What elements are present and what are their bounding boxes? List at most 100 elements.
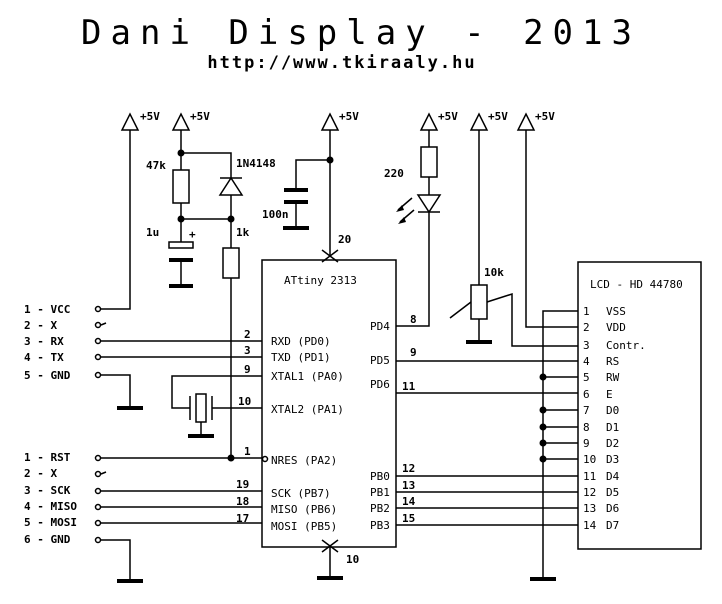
capacitor-electrolytic: + — [168, 228, 196, 288]
svg-text:1: 1 — [244, 445, 251, 458]
svg-text:4: 4 — [583, 355, 590, 368]
svg-text:8: 8 — [410, 313, 417, 326]
isp-pin-label: 6 - GND — [24, 533, 71, 546]
svg-text:D3: D3 — [606, 453, 619, 466]
supply-vcc-1: +5V — [120, 110, 160, 131]
diagram-title: Dani Display - 2013 — [81, 13, 641, 53]
svg-text:D6: D6 — [606, 502, 619, 515]
svg-text:12: 12 — [583, 486, 596, 499]
svg-text:9: 9 — [244, 363, 251, 376]
svg-text:E: E — [606, 388, 613, 401]
svg-text:17: 17 — [236, 512, 249, 525]
serial-pin-label: 5 - GND — [24, 369, 71, 382]
supply-label: +5V — [535, 110, 555, 123]
svg-text:PB2: PB2 — [370, 502, 390, 515]
svg-text:10: 10 — [238, 395, 251, 408]
resistor-47k-label: 47k — [146, 159, 166, 172]
junction-dots — [177, 149, 547, 463]
supply-vcc-6: +5V — [516, 110, 555, 131]
serial-connector: 1 - VCC 2 - X 3 - RX 4 - TX 5 - GND — [24, 303, 107, 382]
svg-text:13: 13 — [583, 502, 596, 515]
svg-text:12: 12 — [402, 462, 415, 475]
svg-text:RXD (PD0): RXD (PD0) — [271, 335, 331, 348]
svg-text:RS: RS — [606, 355, 619, 368]
supply-vcc-2: +5V — [171, 110, 210, 131]
capacitor-100n-label: 100n — [262, 208, 289, 221]
svg-text:PB3: PB3 — [370, 519, 390, 532]
svg-text:13: 13 — [402, 479, 415, 492]
svg-text:D1: D1 — [606, 421, 619, 434]
svg-text:RW: RW — [606, 371, 620, 384]
svg-text:2: 2 — [244, 328, 251, 341]
supply-vcc-5: +5V — [469, 110, 508, 131]
supply-label: +5V — [339, 110, 359, 123]
potentiometer-10k — [470, 284, 488, 320]
svg-text:TXD (PD1): TXD (PD1) — [271, 351, 331, 364]
svg-text:14: 14 — [402, 495, 416, 508]
supply-label: +5V — [190, 110, 210, 123]
diagram-url: http://www.tkiraaly.hu — [207, 53, 476, 73]
svg-text:D4: D4 — [606, 470, 620, 483]
capacitor-1u-label: 1u — [146, 226, 159, 239]
isp-pin-label: 4 - MISO — [24, 500, 77, 513]
svg-text:3: 3 — [583, 339, 590, 352]
svg-text:PD6: PD6 — [370, 378, 390, 391]
serial-pin-label: 4 - TX — [24, 351, 64, 364]
svg-text:PB1: PB1 — [370, 486, 390, 499]
svg-text:XTAL1 (PA0): XTAL1 (PA0) — [271, 370, 344, 383]
svg-text:PD4: PD4 — [370, 320, 390, 333]
supply-label: +5V — [488, 110, 508, 123]
svg-text:8: 8 — [583, 421, 590, 434]
resistor-1k — [222, 247, 240, 279]
crystal — [171, 375, 262, 438]
mcu-right-pins: PD4 8 PD5 9 PD6 11 PB0 12 PB1 13 PB2 14 … — [370, 313, 417, 532]
svg-text:9: 9 — [410, 346, 417, 359]
lcd-module — [577, 261, 702, 550]
isp-pin-label: 5 - MOSI — [24, 516, 77, 529]
diode-1n4148 — [218, 176, 244, 196]
supply-label: +5V — [438, 110, 458, 123]
svg-text:D7: D7 — [606, 519, 619, 532]
serial-pin-label: 2 - X — [24, 319, 57, 332]
svg-text:2: 2 — [583, 321, 590, 334]
svg-text:D5: D5 — [606, 486, 619, 499]
isp-connector: 1 - RST 2 - X 3 - SCK 4 - MISO 5 - MOSI … — [24, 451, 107, 546]
svg-text:5: 5 — [583, 371, 590, 384]
svg-text:PD5: PD5 — [370, 354, 390, 367]
svg-text:VDD: VDD — [606, 321, 626, 334]
svg-text:XTAL2 (PA1): XTAL2 (PA1) — [271, 403, 344, 416]
resistor-1k-label: 1k — [236, 226, 250, 239]
svg-text:15: 15 — [402, 512, 415, 525]
mcu-left-pins: 2 RXD (PD0) 3 TXD (PD1) 9 XTAL1 (PA0) 10… — [236, 328, 344, 533]
svg-text:14: 14 — [583, 519, 597, 532]
mcu-name: ATtiny 2313 — [284, 274, 357, 287]
supply-vcc-3: +5V — [320, 110, 359, 131]
diode-label: 1N4148 — [236, 157, 276, 170]
resistor-220-label: 220 — [384, 167, 404, 180]
supply-vcc-4: +5V — [419, 110, 458, 131]
svg-text:7: 7 — [583, 404, 590, 417]
serial-pin-label: 1 - VCC — [24, 303, 70, 316]
svg-text:+: + — [189, 228, 196, 241]
svg-text:19: 19 — [236, 478, 249, 491]
svg-text:10: 10 — [583, 453, 596, 466]
svg-text:D2: D2 — [606, 437, 619, 450]
resistor-47k — [172, 169, 190, 204]
svg-text:11: 11 — [402, 380, 416, 393]
serial-pin-label: 3 - RX — [24, 335, 64, 348]
pot-10k-label: 10k — [484, 266, 504, 279]
mcu-gnd-pin: 10 — [346, 553, 359, 566]
svg-text:Contr.: Contr. — [606, 339, 646, 352]
isp-pin-label: 2 - X — [24, 467, 57, 480]
lcd-name: LCD - HD 44780 — [590, 278, 683, 291]
isp-pin-label: 3 - SCK — [24, 484, 71, 497]
svg-text:3: 3 — [244, 344, 251, 357]
svg-text:PB0: PB0 — [370, 470, 390, 483]
resistor-220 — [420, 146, 438, 178]
svg-text:SCK (PB7): SCK (PB7) — [271, 487, 331, 500]
led — [396, 194, 442, 224]
svg-text:18: 18 — [236, 495, 249, 508]
svg-text:MOSI (PB5): MOSI (PB5) — [271, 520, 337, 533]
svg-text:D0: D0 — [606, 404, 619, 417]
